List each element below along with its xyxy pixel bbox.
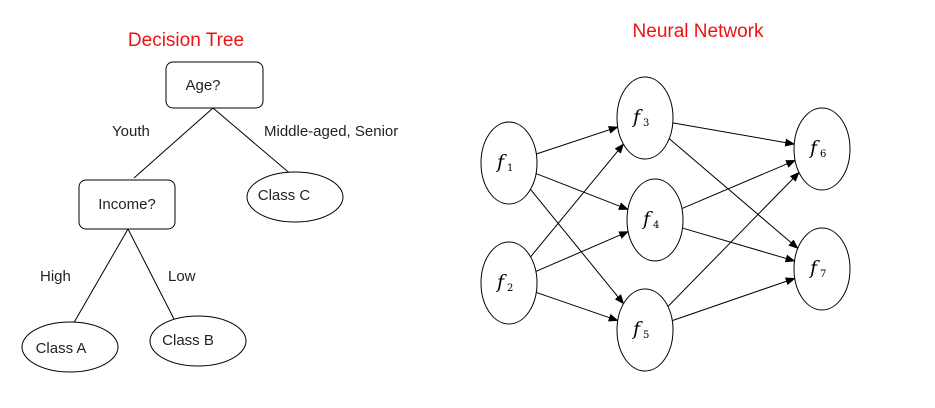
node-class-c: Class C (246, 171, 344, 223)
connection-n3-n7 (668, 138, 799, 250)
connection-n1-n5 (530, 189, 625, 305)
node-class-a-label: Class A (36, 340, 87, 357)
neural-network-connections (530, 122, 800, 322)
edge-label-youth: Youth (112, 123, 150, 140)
connection-n4-n7 (682, 227, 796, 263)
node-class-c-label: Class C (258, 187, 311, 204)
node-age: Age? (165, 61, 264, 109)
edge-age-class-c (212, 107, 294, 177)
connection-n2-n5 (536, 291, 619, 322)
node-income-label: Income? (98, 196, 156, 213)
neuron-n2-index: 2 (507, 283, 513, 294)
node-class-b-label: Class B (162, 332, 214, 349)
connection-n1-n4 (535, 173, 629, 210)
neuron-n1-symbol: f (495, 151, 507, 173)
neuron-n6-index: 6 (820, 149, 826, 160)
node-class-a: Class A (21, 321, 119, 373)
neuron-n4-symbol: f (641, 208, 653, 230)
neuron-n7-index: 7 (820, 269, 826, 280)
connection-n1-n3 (536, 126, 619, 155)
connection-n2-n3 (530, 143, 625, 258)
neuron-n7-symbol: f (808, 257, 820, 279)
connection-n5-n6 (667, 171, 800, 307)
neuron-n2-symbol: f (495, 271, 507, 293)
neuron-n4-index: 4 (653, 220, 659, 231)
neuron-n3-index: 3 (643, 118, 649, 129)
node-class-b: Class B (149, 315, 247, 367)
edge-income-class-a (71, 228, 129, 327)
connection-n2-n4 (535, 231, 630, 272)
node-age-label: Age? (185, 77, 220, 94)
node-income: Income? (78, 179, 176, 230)
edge-age-income (133, 107, 214, 179)
neuron-n5-index: 5 (643, 330, 649, 341)
edge-label-low: Low (168, 268, 196, 285)
connection-n3-n6 (672, 122, 796, 147)
decision-tree-title: Decision Tree (128, 30, 244, 51)
neuron-n5-symbol: f (631, 318, 643, 340)
decision-tree: Decision Tree Youth Middle-aged, Senior … (21, 30, 398, 373)
neuron-n6-symbol: f (808, 137, 820, 159)
edge-label-high: High (40, 268, 71, 285)
neuron-n3-symbol: f (631, 106, 643, 128)
edge-income-class-b (127, 228, 175, 320)
connection-n5-n7 (672, 277, 796, 322)
neuron-n1-index: 1 (507, 163, 513, 174)
neural-network-title: Neural Network (633, 21, 764, 42)
connection-n4-n6 (681, 159, 797, 210)
edge-label-middle-senior: Middle-aged, Senior (264, 123, 398, 140)
